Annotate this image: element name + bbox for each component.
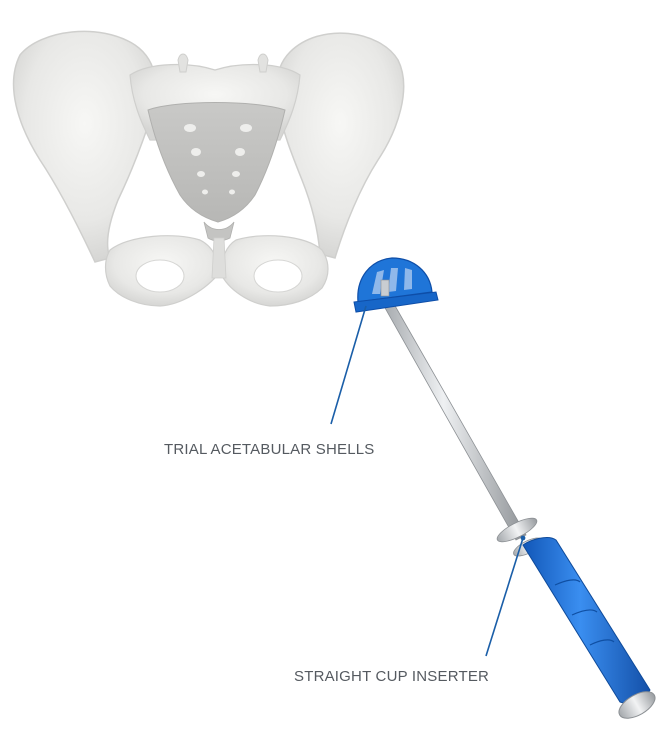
- callout-line-inserter: [486, 538, 523, 656]
- pelvis-illustration: [14, 31, 404, 306]
- cup-inserter-icon: [376, 290, 659, 724]
- cup-inserter-label: STRAIGHT CUP INSERTER: [294, 668, 489, 685]
- trial-shell-icon: [354, 258, 438, 312]
- trial-shells-label: TRIAL ACETABULAR SHELLS: [164, 441, 375, 458]
- callout-line-shells: [331, 306, 366, 424]
- callout-dot-inserter: [521, 536, 526, 541]
